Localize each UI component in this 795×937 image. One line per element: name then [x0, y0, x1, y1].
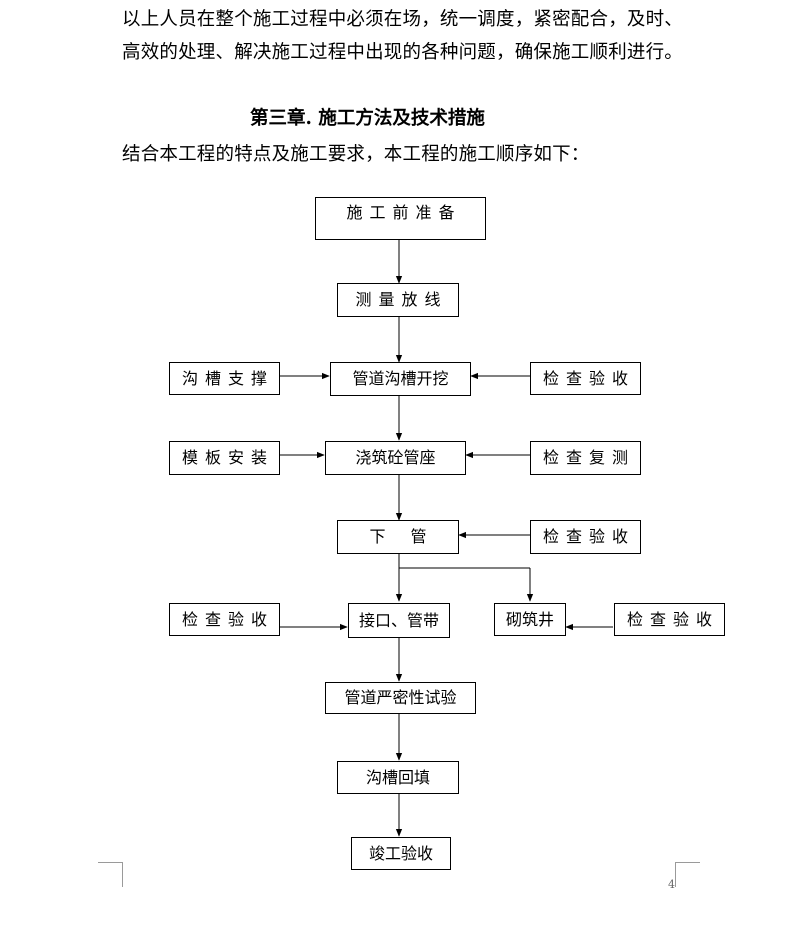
intro-text: 结合本工程的特点及施工要求，本工程的施工顺序如下： — [122, 144, 590, 165]
box-backfill-label: 沟槽回填 — [365, 767, 430, 787]
box-check-accept-1: 检查验收 — [530, 362, 641, 395]
page-number: 4 — [668, 878, 675, 891]
box-pour-base: 浇筑砼管座 — [325, 441, 466, 475]
box-survey-label: 测量放线 — [355, 290, 448, 309]
box-prep-label: 施工前准备 — [346, 203, 462, 222]
box-trench-support: 沟槽支撑 — [169, 362, 280, 395]
box-check-resurvey-label: 检查复测 — [542, 448, 635, 467]
box-survey: 测量放线 — [337, 283, 459, 317]
box-trench-dig: 管道沟槽开挖 — [330, 362, 471, 396]
page-corner-mark-right — [675, 862, 700, 887]
box-masonry-well: 砌筑井 — [494, 603, 566, 636]
box-pour-base-label: 浇筑砼管座 — [355, 448, 436, 467]
box-check-accept-1-label: 检查验收 — [542, 368, 635, 388]
box-formwork-label: 模板安装 — [181, 448, 274, 467]
box-prep: 施工前准备 — [315, 197, 486, 240]
box-check-accept-4: 检查验收 — [614, 603, 725, 636]
box-check-accept-3-label: 检查验收 — [181, 609, 274, 629]
box-completion-label: 竣工验收 — [368, 843, 433, 863]
chapter-heading: 第三章. 施工方法及技术措施 — [250, 108, 485, 129]
page-corner-mark-left — [98, 862, 123, 887]
paragraph-line-2: 高效的处理、解决施工过程中出现的各种问题，确保施工顺利进行。 — [122, 42, 684, 63]
paragraph-line-1: 以上人员在整个施工过程中必须在场，统一调度，紧密配合，及时、 — [122, 9, 684, 30]
box-check-resurvey: 检查复测 — [530, 441, 641, 475]
box-joint-band-label: 接口、管带 — [358, 610, 439, 630]
box-masonry-well-label: 砌筑井 — [505, 609, 554, 629]
box-formwork: 模板安装 — [169, 441, 280, 475]
box-check-accept-3: 检查验收 — [169, 603, 280, 636]
box-check-accept-2-label: 检查验收 — [542, 527, 635, 546]
box-tightness-test: 管道严密性试验 — [325, 682, 476, 714]
box-backfill: 沟槽回填 — [337, 761, 459, 794]
box-lay-pipe: 下 管 — [337, 520, 459, 554]
box-lay-pipe-label: 下 管 — [369, 527, 437, 546]
box-completion: 竣工验收 — [351, 837, 451, 870]
box-trench-support-label: 沟槽支撑 — [181, 368, 274, 388]
box-check-accept-4-label: 检查验收 — [626, 609, 719, 629]
box-check-accept-2: 检查验收 — [530, 520, 641, 554]
box-tightness-test-label: 管道严密性试验 — [344, 688, 457, 707]
box-joint-band: 接口、管带 — [348, 603, 450, 638]
box-trench-dig-label: 管道沟槽开挖 — [352, 369, 449, 388]
